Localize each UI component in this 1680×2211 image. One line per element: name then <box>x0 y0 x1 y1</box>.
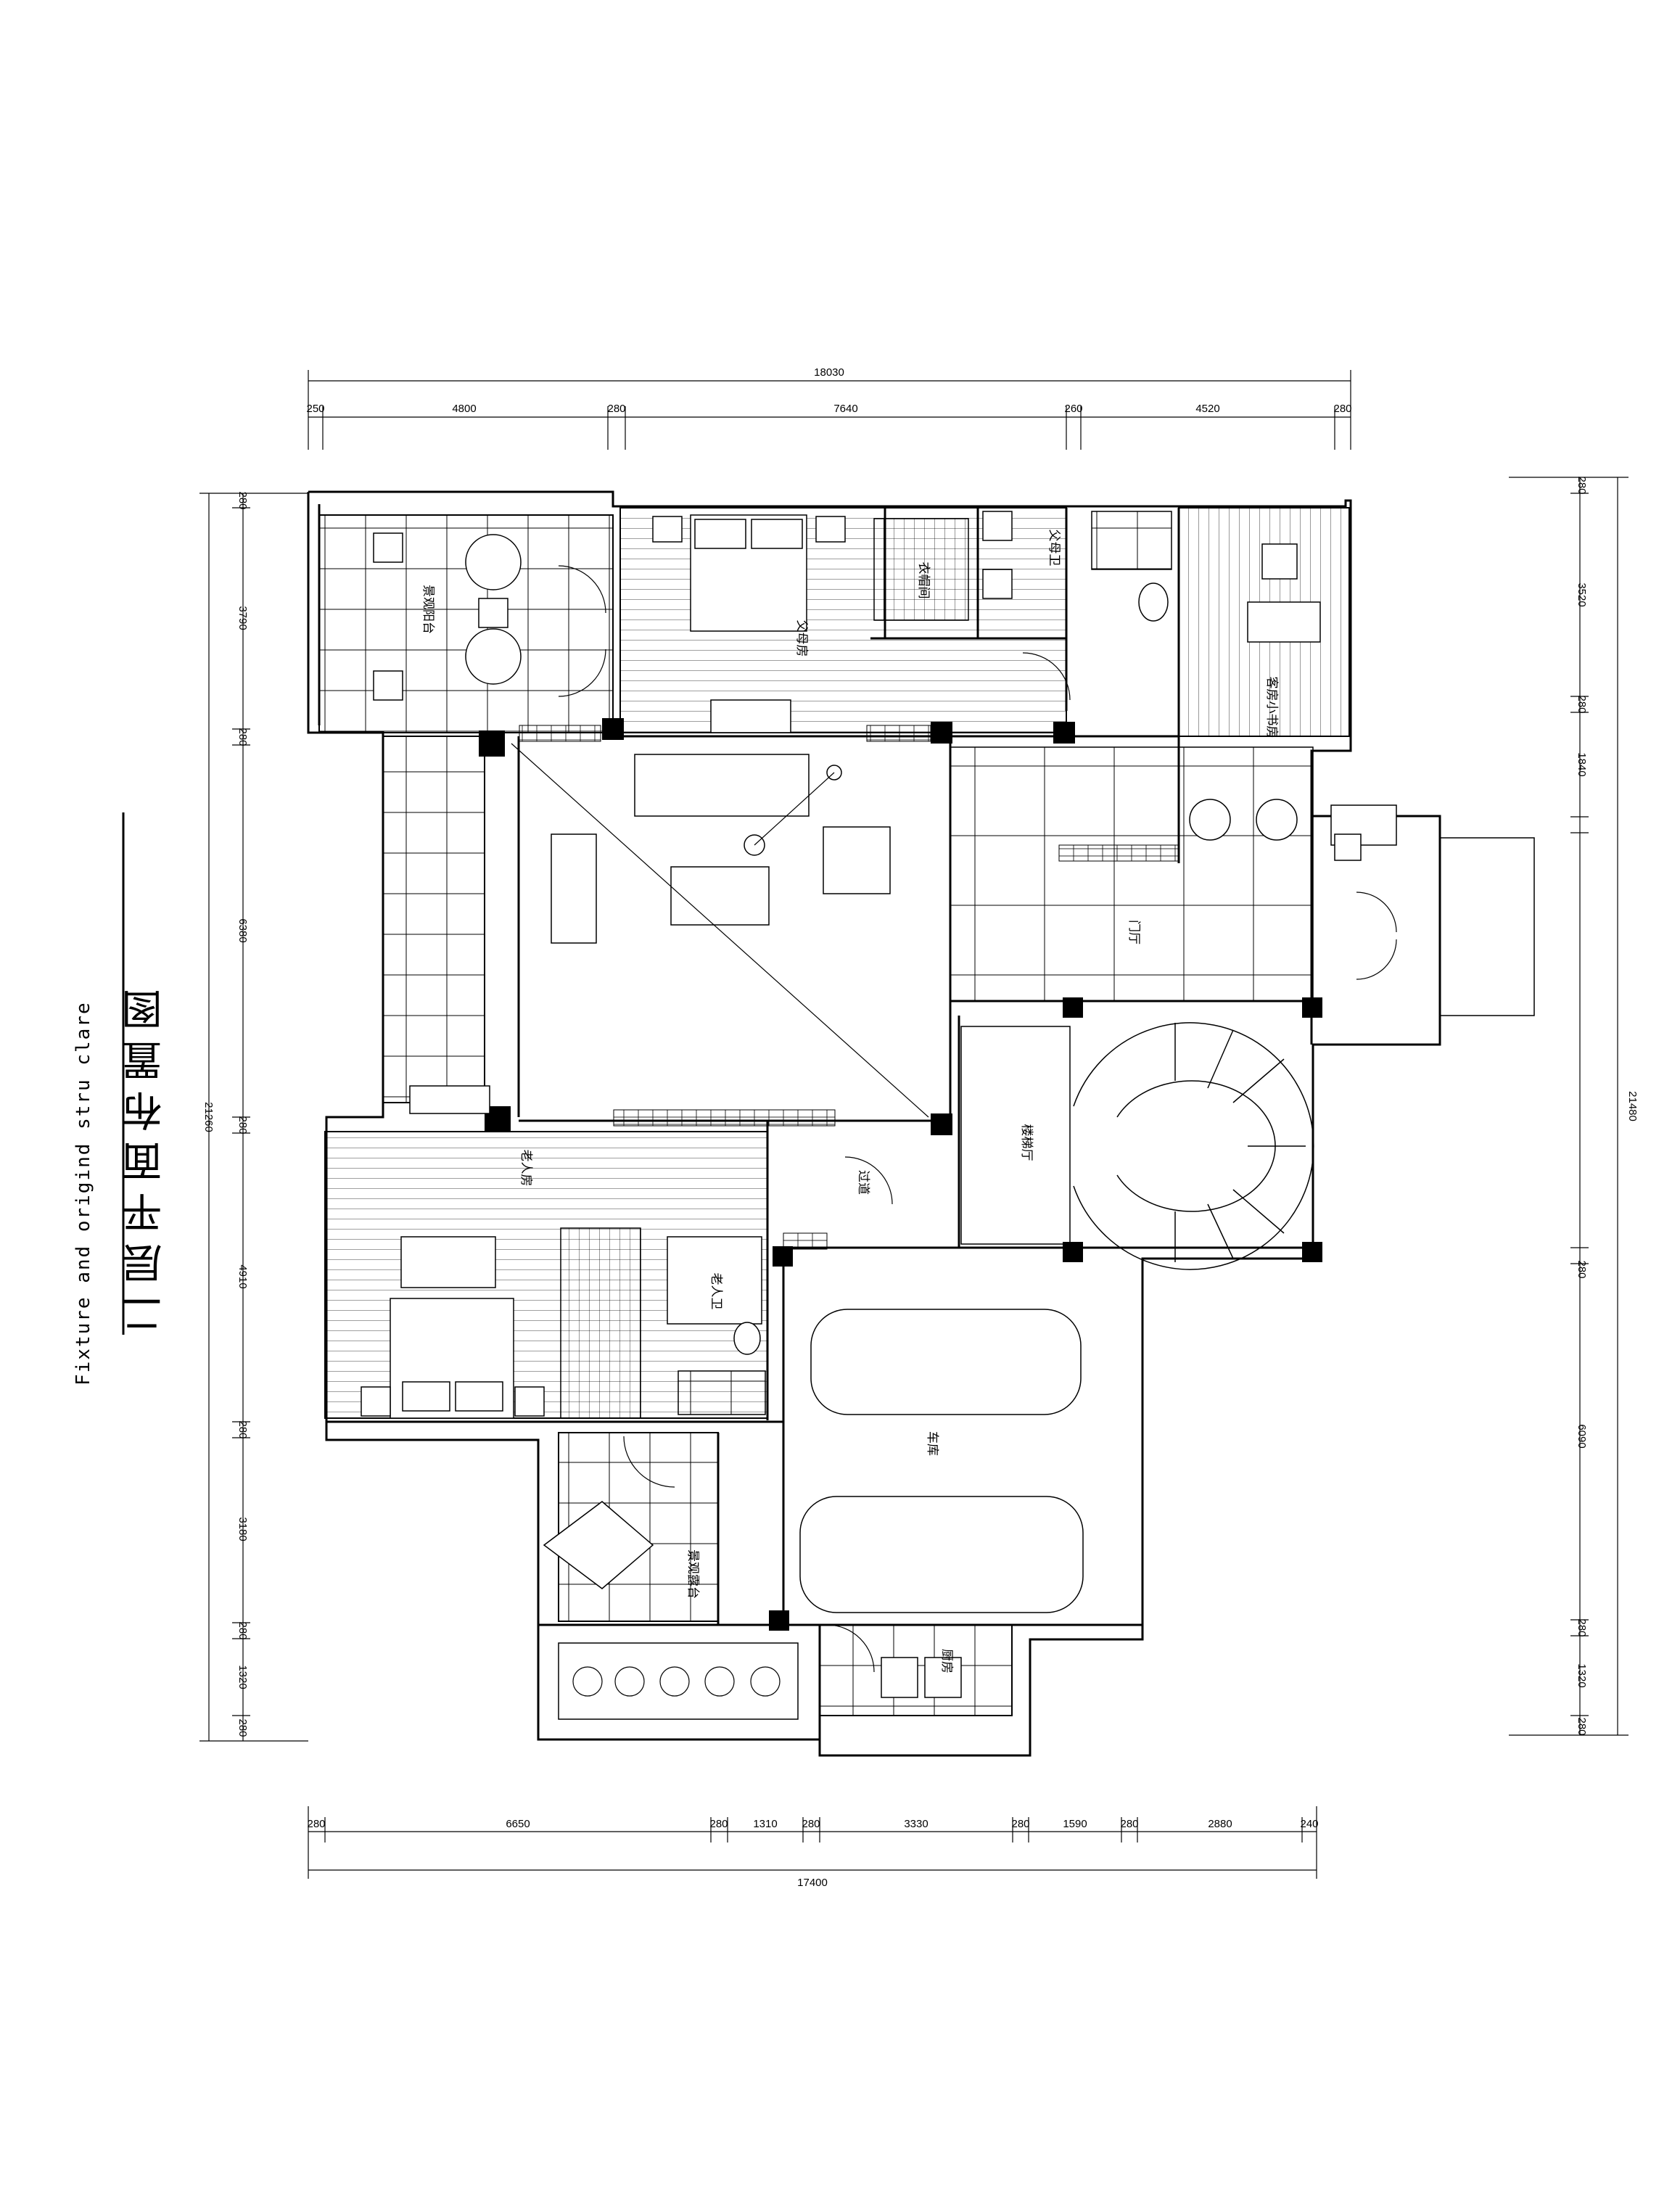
dimension-top-labels: 18030 250 4800 280 7640 260 4520 280 <box>306 366 1351 415</box>
planter-flowers <box>572 1666 781 1697</box>
dim-bottom-seg: 280 <box>1011 1818 1029 1830</box>
room-label-elder-room: 老人房 <box>519 1150 533 1187</box>
room-label-balcony-sw: 景观露台 <box>685 1549 700 1599</box>
dim-right-seg: 280 <box>1576 1717 1588 1735</box>
room-label-parents-bath: 父母卫 <box>1047 530 1061 567</box>
room-label-balcony-nw: 景观阳台 <box>421 585 435 634</box>
dim-left-seg: 280 <box>236 1116 249 1134</box>
dim-bottom-seg: 6650 <box>506 1818 530 1830</box>
dim-top-seg: 280 <box>607 403 625 415</box>
room-label-corridor: 过道 <box>856 1170 870 1195</box>
dim-right-seg: 280 <box>1576 1260 1588 1278</box>
dim-bottom-seg: 1590 <box>1063 1818 1087 1830</box>
dim-left-seg: 6380 <box>236 918 249 942</box>
dim-left-seg: 280 <box>236 1420 249 1438</box>
dimension-right-labels: 280 3520 280 1840 280 6090 280 1320 280 … <box>1576 476 1639 1735</box>
dim-top-seg: 7640 <box>833 403 857 415</box>
dim-top-seg: 260 <box>1064 403 1082 415</box>
brick-partitions <box>519 725 1179 1250</box>
car-icon <box>799 1496 1084 1613</box>
dim-left-seg: 3180 <box>236 1517 249 1541</box>
dimension-bottom <box>308 1806 1317 1879</box>
dim-top-seg: 280 <box>1333 403 1351 415</box>
dim-left-total: 21260 <box>202 1102 215 1132</box>
dim-left-seg: 280 <box>236 1621 249 1639</box>
dim-left-seg: 1320 <box>236 1665 249 1689</box>
room-label-parents-closet: 衣帽间 <box>916 562 931 599</box>
dim-bottom-seg: 280 <box>1120 1818 1138 1830</box>
drawing-title-en: Fixture and origind stru clare <box>73 1001 94 1386</box>
room-label-guest-study: 客房小书房 <box>1264 677 1279 738</box>
room-label-kitchen-aux: 厨房 <box>939 1649 954 1673</box>
drawing-title-cn: 二层平面布置图 <box>122 979 169 1335</box>
dim-bottom-seg: 280 <box>307 1818 325 1830</box>
room-diagonal <box>511 743 929 1118</box>
dimension-left <box>199 493 308 1742</box>
car-icon <box>810 1309 1082 1415</box>
structural-columns <box>479 718 1322 1631</box>
dim-right-seg: 280 <box>1576 695 1588 713</box>
furniture <box>361 511 1535 1720</box>
room-label-elder-bath: 老人卫 <box>709 1273 723 1310</box>
dim-top-total: 18030 <box>814 366 844 379</box>
dimension-bottom-labels: 280 6650 280 1310 280 3330 280 1590 280 … <box>307 1818 1318 1889</box>
dim-right-seg: 1320 <box>1576 1663 1588 1687</box>
dim-bottom-seg: 3330 <box>904 1818 928 1830</box>
dim-right-seg: 280 <box>1576 1618 1588 1636</box>
dim-right-seg: 280 <box>1576 476 1588 494</box>
dim-bottom-seg: 280 <box>709 1818 728 1830</box>
dim-top-seg: 4800 <box>452 403 476 415</box>
dim-left-seg: 280 <box>236 728 249 746</box>
room-label-garage: 车库 <box>925 1431 939 1456</box>
round-table <box>465 534 522 590</box>
dim-right-seg: 1840 <box>1576 752 1588 776</box>
round-table <box>465 628 522 685</box>
dim-left-seg: 280 <box>236 491 249 509</box>
room-label-stair-hall: 楼梯厅 <box>1019 1124 1034 1161</box>
spiral-staircase <box>960 1022 1314 1270</box>
dimension-right <box>1509 477 1628 1736</box>
room-label-parents-room: 父母房 <box>794 620 809 657</box>
dim-bottom-seg: 1310 <box>753 1818 777 1830</box>
dim-bottom-seg: 240 <box>1300 1818 1318 1830</box>
door-swings <box>558 565 1397 1673</box>
dimension-left-labels: 280 3790 280 6380 280 4910 280 3180 280 … <box>202 491 249 1737</box>
dim-bottom-seg: 280 <box>802 1818 820 1830</box>
dim-bottom-total: 17400 <box>797 1877 828 1889</box>
room-label-foyer: 门厅 <box>1127 920 1141 944</box>
dim-right-seg: 3520 <box>1576 582 1588 606</box>
room-labels: 景观阳台 父母房 衣帽间 父母卫 客房小书房 门厅 楼梯厅 老人房 老人卫 过道… <box>421 530 1279 1674</box>
dim-right-total: 21480 <box>1626 1091 1639 1121</box>
dimension-top <box>308 370 1351 450</box>
dim-right-seg: 6090 <box>1576 1424 1588 1448</box>
dim-left-seg: 4910 <box>236 1264 249 1288</box>
dim-top-seg: 250 <box>306 403 324 415</box>
dim-left-seg: 3790 <box>236 606 249 630</box>
dim-top-seg: 4520 <box>1195 403 1219 415</box>
dim-left-seg: 280 <box>236 1718 249 1737</box>
dim-bottom-seg: 2880 <box>1208 1818 1232 1830</box>
